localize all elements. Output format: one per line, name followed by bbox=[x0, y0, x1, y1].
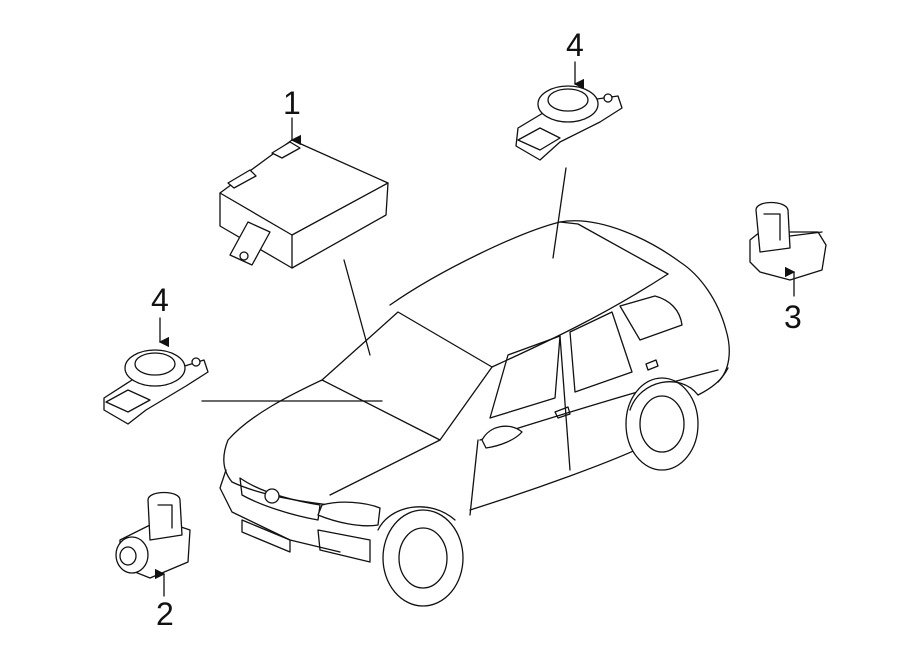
control-module-part bbox=[219, 139, 389, 269]
callout-number-2: 2 bbox=[156, 596, 174, 632]
leader-line-1 bbox=[343, 259, 371, 356]
vehicle-illustration bbox=[219, 220, 730, 607]
callout-number-3: 3 bbox=[784, 299, 802, 335]
callout-number-1: 1 bbox=[283, 85, 301, 121]
parking-sensor-rear-part bbox=[749, 201, 827, 281]
callout-number-4-front: 4 bbox=[151, 282, 169, 318]
leader-line-4-roof bbox=[552, 167, 567, 259]
parking-sensor-front-part bbox=[115, 491, 191, 579]
callout-number-4-roof: 4 bbox=[566, 27, 584, 63]
signal-horn-front-part bbox=[103, 349, 209, 425]
signal-horn-roof-part bbox=[515, 85, 623, 161]
